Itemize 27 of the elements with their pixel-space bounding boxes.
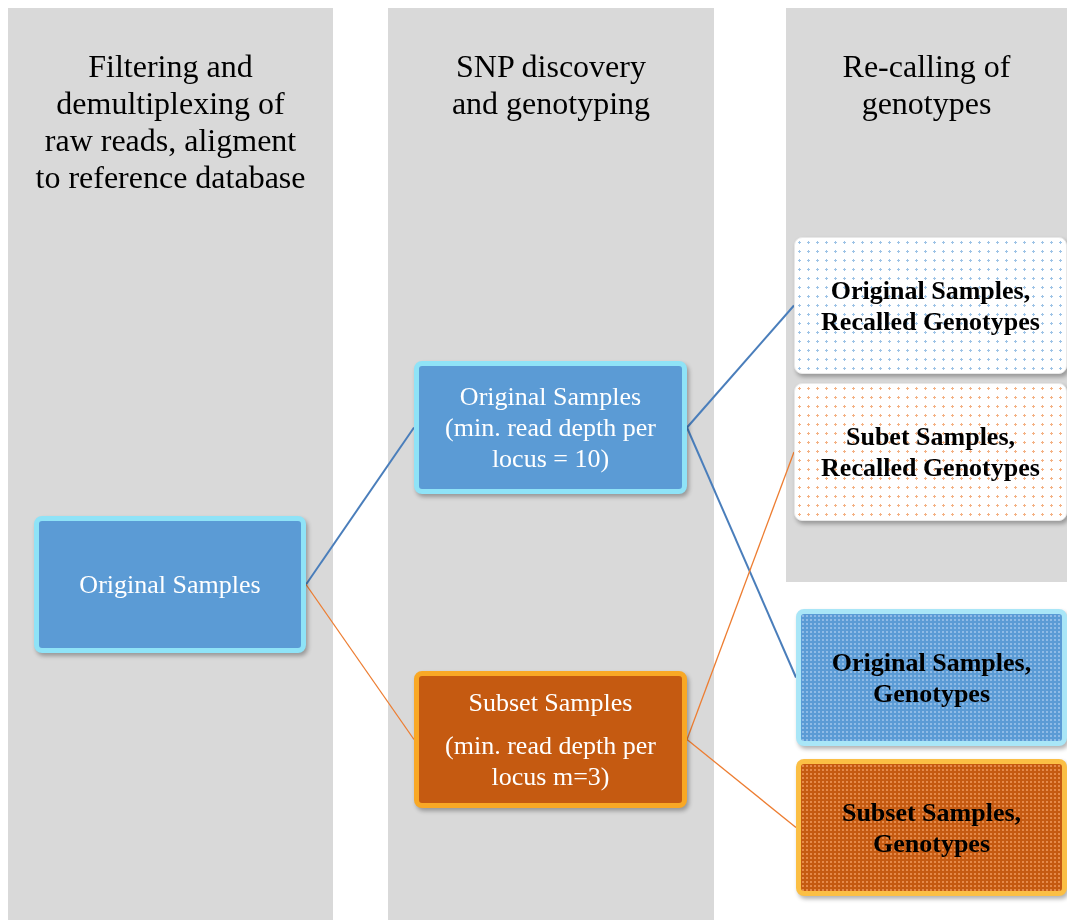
process-box (414, 671, 687, 808)
result-box (796, 759, 1067, 896)
connector-line (686, 304, 795, 429)
connector-line (686, 426, 797, 679)
result-box (794, 237, 1067, 374)
column-heading: SNP discovery and genotyping (450, 48, 652, 122)
box-text: Original Samples, Genotypes (830, 646, 1033, 709)
result-box (796, 609, 1067, 746)
box-text: Subet Samples, Recalled Genotypes (820, 421, 1041, 483)
connector-line (305, 426, 415, 586)
box-text: (min. read depth per locus m=3) (444, 730, 657, 792)
process-box (414, 361, 687, 494)
column-heading: Filtering and demultiplexing of raw reads, aligment to reference database (34, 48, 307, 196)
column-band (8, 8, 333, 920)
column-band (388, 8, 714, 920)
box-text: Subset Samples (468, 687, 633, 718)
connector-line (686, 451, 795, 741)
result-box (794, 383, 1067, 521)
box-text: Original Samples, Recalled Genotypes (820, 274, 1041, 337)
column-band (786, 8, 1067, 582)
box-text: Original Samples (min. read depth per locus = 10) (444, 381, 657, 474)
connector-line (305, 583, 415, 741)
column-heading: Re-calling of genotypes (841, 48, 1012, 122)
process-box (34, 516, 306, 653)
connector-line (686, 738, 797, 829)
box-text: Original Samples (79, 569, 261, 600)
box-text: Subset Samples, Genotypes (840, 796, 1023, 859)
